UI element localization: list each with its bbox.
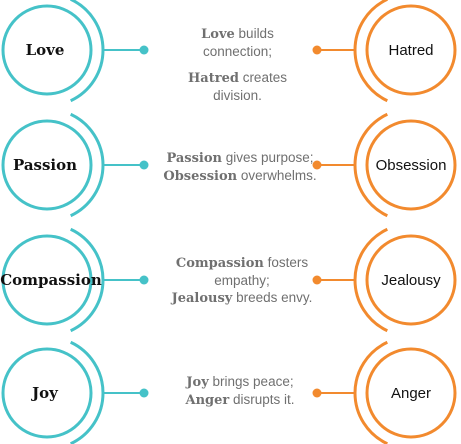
description-keyword: Love (201, 27, 235, 42)
right-connector-dot-anger (312, 388, 322, 398)
left-node-label-passion: Passion (12, 156, 78, 174)
description-text: disrupts it. (229, 392, 295, 407)
description-line: Passion gives purpose; (150, 149, 330, 167)
left-node-circle-passion (1, 119, 93, 211)
right-connector-dot-hatred (312, 45, 322, 55)
description-keyword: Passion (166, 151, 222, 166)
left-node-arc-joy (70, 340, 105, 444)
right-node-label-hatred: Hatred (388, 41, 434, 59)
right-node-arc-anger (353, 340, 388, 444)
description-keyword: Compassion (175, 256, 264, 271)
right-node-arc-obsession (353, 112, 388, 218)
left-connector-dot-love (139, 45, 149, 55)
left-node-label-love: Love (25, 41, 65, 59)
description-text: overwhelms. (237, 168, 317, 183)
description-text: breeds envy. (232, 290, 313, 305)
pair-description-4: Joy brings peace; Anger disrupts it. (160, 373, 320, 409)
description-keyword: Joy (186, 375, 209, 390)
description-text: builds connection; (202, 26, 274, 59)
description-line: Hatred creates division. (175, 69, 300, 104)
description-keyword: Jealousy (171, 291, 233, 306)
right-connector-dot-obsession (312, 160, 322, 170)
right-node-label-jealousy: Jealousy (381, 271, 441, 289)
description-text: brings peace; (208, 374, 294, 389)
description-line: Joy brings peace; (160, 373, 320, 391)
right-node-label-obsession: Obsession (375, 156, 447, 174)
description-line: Compassion fosters empathy; (152, 254, 332, 289)
right-node-circle-jealousy (365, 234, 457, 326)
description-keyword: Obsession (163, 169, 238, 184)
description-line: Jealousy breeds envy. (152, 289, 332, 307)
pair-description-3: Compassion fosters empathy; Jealousy bre… (152, 254, 332, 307)
right-node-label-anger: Anger (390, 384, 432, 402)
right-node-arc-jealousy (353, 227, 388, 333)
left-node-arc-passion (70, 112, 105, 218)
right-node-arc-hatred (353, 0, 388, 103)
description-line: Obsession overwhelms. (150, 167, 330, 185)
left-node-label-compassion: Compassion (0, 271, 102, 289)
description-text: creates division. (213, 70, 287, 103)
description-keyword: Anger (185, 393, 230, 408)
pair-description-2: Passion gives purpose; Obsession overwhe… (150, 149, 330, 185)
left-node-label-joy: Joy (32, 384, 58, 402)
description-text: fosters empathy; (214, 255, 309, 288)
description-line: Anger disrupts it. (160, 391, 320, 409)
right-connector-dot-jealousy (312, 275, 322, 285)
left-node-arc-compassion (70, 227, 105, 333)
description-text: gives purpose; (222, 150, 314, 165)
left-node-circle-joy (1, 347, 93, 439)
pair-description-1: Love builds connection; Hatred creates d… (175, 25, 300, 104)
left-connector-dot-joy (139, 388, 149, 398)
left-connector-dot-compassion (139, 275, 149, 285)
left-connector-dot-passion (139, 160, 149, 170)
description-line: Love builds connection; (175, 25, 300, 60)
left-node-circle-love (1, 4, 93, 96)
right-node-circle-obsession (365, 119, 457, 211)
left-node-arc-love (70, 0, 105, 103)
right-node-circle-hatred (365, 4, 457, 96)
left-node-circle-compassion (1, 234, 93, 326)
right-node-circle-anger (365, 347, 457, 439)
description-keyword: Hatred (188, 71, 239, 86)
